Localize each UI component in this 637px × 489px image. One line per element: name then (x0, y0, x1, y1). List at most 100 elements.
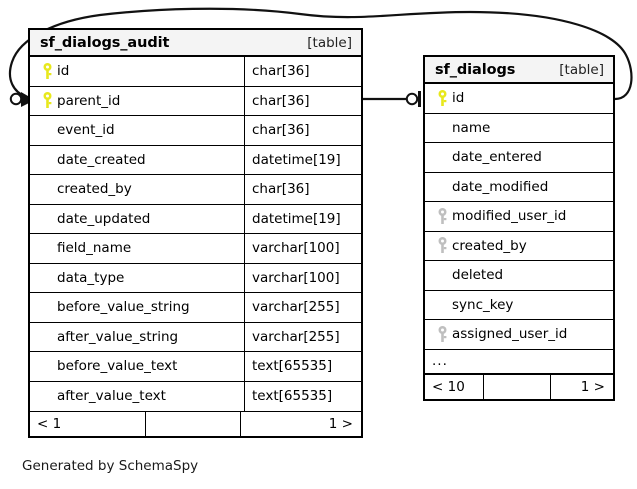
column-type: char[36] (244, 86, 361, 115)
foreign-key-icon (433, 237, 452, 254)
table-header: sf_dialogs [table] (425, 57, 613, 84)
table-title: sf_dialogs (435, 61, 516, 78)
column-name: deleted (452, 267, 504, 284)
column-name: after_value_string (57, 328, 179, 345)
column-name-cell: date_modified (425, 173, 613, 202)
column-name-cell: id (425, 84, 613, 113)
column-name: before_value_string (57, 299, 190, 316)
column-name-cell: date_created (30, 146, 244, 175)
table-row[interactable]: field_name varchar[100] (30, 234, 361, 264)
table-row[interactable]: modified_user_id (425, 202, 613, 232)
column-name: date_modified (452, 178, 549, 195)
column-type: text[65535] (244, 352, 361, 381)
table-row[interactable]: assigned_user_id (425, 320, 613, 350)
table-row[interactable]: name (425, 114, 613, 143)
table-row[interactable]: date_updated datetime[19] (30, 204, 361, 234)
column-name: id (57, 63, 70, 80)
column-name-cell: after_value_text (30, 382, 244, 412)
table-row[interactable]: data_type varchar[100] (30, 263, 361, 293)
column-name-cell: date_updated (30, 205, 244, 234)
column-name: date_updated (57, 210, 151, 227)
column-type: datetime[19] (244, 145, 361, 174)
table-row[interactable]: created_by (425, 232, 613, 261)
primary-key-icon (38, 62, 57, 80)
column-type: varchar[100] (244, 234, 361, 263)
column-name-cell: deleted (425, 261, 613, 290)
column-name: created_by (57, 181, 132, 198)
primary-key-icon (433, 89, 452, 107)
column-name: assigned_user_id (452, 326, 568, 343)
column-name-cell: date_entered (425, 143, 613, 172)
table-row[interactable]: parent_id char[36] (30, 86, 361, 116)
column-type: varchar[255] (244, 322, 361, 351)
column-type: char[36] (244, 116, 361, 145)
column-list: id char[36] parent_id char[36] event_id (30, 57, 361, 411)
footer-middle (145, 412, 241, 436)
column-name: id (452, 90, 465, 107)
column-name-cell: created_by (30, 175, 244, 204)
footer-prev-count[interactable]: < 1 (37, 416, 62, 432)
column-type: varchar[255] (244, 293, 361, 322)
column-name: before_value_text (57, 358, 178, 375)
column-name-cell: parent_id (30, 87, 244, 116)
table-row[interactable]: sync_key (425, 291, 613, 320)
foreign-key-icon (433, 207, 452, 225)
column-name-cell: id (30, 57, 244, 86)
column-type: datetime[19] (244, 204, 361, 233)
relationship-straight (363, 91, 421, 107)
generated-by-caption: Generated by SchemaSpy (22, 458, 199, 474)
column-name-cell: assigned_user_id (425, 320, 613, 349)
column-name-cell: field_name (30, 234, 244, 263)
table-kind-label: [table] (307, 34, 352, 51)
table-row[interactable]: date_modified (425, 173, 613, 202)
table-row[interactable]: before_value_text text[65535] (30, 352, 361, 382)
table-row[interactable]: date_created datetime[19] (30, 145, 361, 175)
footer-next-count[interactable]: 1 > (580, 378, 605, 395)
table-row[interactable]: id char[36] (30, 57, 361, 87)
column-name: created_by (452, 237, 527, 254)
column-name-cell: created_by (425, 232, 613, 261)
column-name-cell: event_id (30, 116, 244, 145)
footer-middle (483, 374, 551, 399)
table-header: sf_dialogs_audit [table] (30, 30, 361, 57)
footer-next-count[interactable]: 1 > (328, 416, 353, 432)
table-sf-dialogs[interactable]: sf_dialogs [table] id name (423, 55, 615, 401)
table-sf-dialogs-audit[interactable]: sf_dialogs_audit [table] id char[36] (28, 28, 363, 438)
footer-prev-count[interactable]: < 10 (432, 378, 465, 395)
table-footer: < 1 1 > (30, 411, 361, 436)
table-row[interactable]: id (425, 84, 613, 114)
table-kind-label: [table] (559, 61, 604, 78)
table-row[interactable]: created_by char[36] (30, 175, 361, 205)
column-list: id name date_entered date_modified (425, 84, 613, 374)
table-row[interactable]: after_value_string varchar[255] (30, 322, 361, 352)
column-name: after_value_text (57, 388, 166, 405)
column-name-cell: after_value_string (30, 323, 244, 352)
column-name: name (452, 119, 491, 136)
foreign-key-icon (433, 325, 452, 343)
column-name-cell: data_type (30, 264, 244, 293)
column-name: date_entered (452, 149, 542, 166)
column-type: char[36] (244, 57, 361, 86)
column-name: date_created (57, 151, 146, 168)
column-name: parent_id (57, 92, 121, 109)
table-row[interactable]: before_value_string varchar[255] (30, 293, 361, 323)
column-type: varchar[100] (244, 263, 361, 292)
table-row[interactable]: event_id char[36] (30, 116, 361, 146)
column-name: modified_user_id (452, 208, 567, 225)
column-name: field_name (57, 240, 132, 257)
column-name-cell: sync_key (425, 291, 613, 320)
column-name-cell: name (425, 114, 613, 143)
column-name: data_type (57, 269, 125, 286)
column-name: event_id (57, 122, 115, 139)
table-row[interactable]: deleted (425, 261, 613, 291)
table-title: sf_dialogs_audit (40, 34, 170, 51)
column-type: text[65535] (244, 381, 361, 411)
table-footer: < 10 1 > (425, 373, 613, 399)
table-row[interactable]: date_entered (425, 143, 613, 173)
column-name: sync_key (452, 296, 514, 313)
column-name-cell: before_value_text (30, 352, 244, 381)
table-row[interactable]: after_value_text text[65535] (30, 381, 361, 412)
more-columns-indicator: ... (425, 350, 613, 374)
primary-key-icon (38, 92, 57, 109)
